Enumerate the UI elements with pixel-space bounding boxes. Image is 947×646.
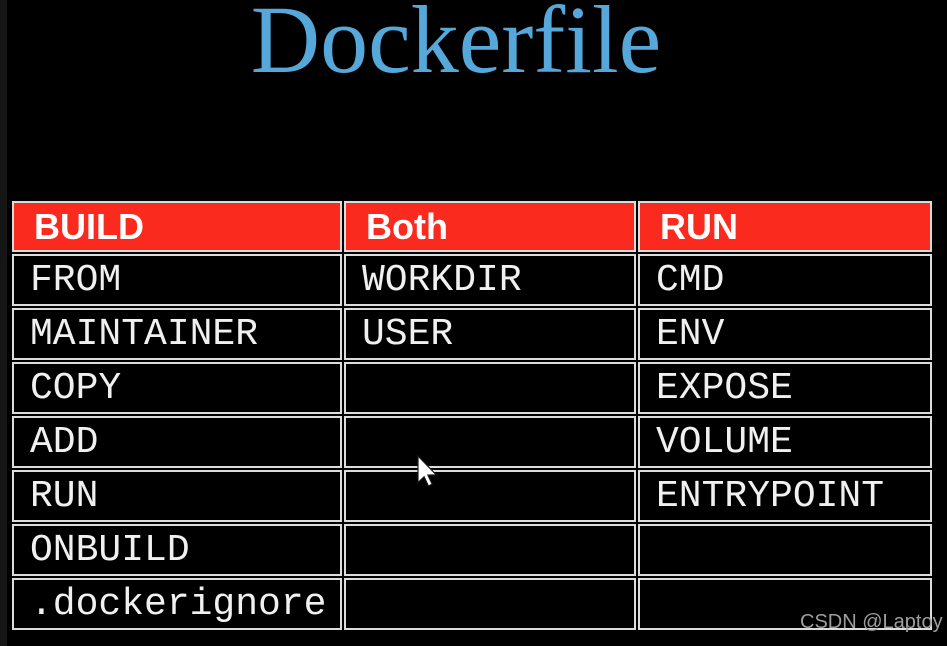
page-title: Dockerfile (250, 0, 662, 93)
csdn-watermark: CSDN @Laptoy (800, 611, 943, 633)
table-cell: FROM (12, 254, 342, 306)
table-cell (344, 578, 636, 630)
table-cell: WORKDIR (344, 254, 636, 306)
table-cell: CMD (638, 254, 932, 306)
table-cell: USER (344, 308, 636, 360)
table-cell (638, 524, 932, 576)
table-cell: ENTRYPOINT (638, 470, 932, 522)
table-cell: COPY (12, 362, 342, 414)
table-cell (344, 470, 636, 522)
table-cell: .dockerignore (12, 578, 342, 630)
table-cell: RUN (12, 470, 342, 522)
table-row: ONBUILD (12, 524, 932, 576)
table-row: COPY EXPOSE (12, 362, 932, 414)
table-row: RUN ENTRYPOINT (12, 470, 932, 522)
header-cell: BUILD (12, 201, 342, 252)
table-cell (344, 416, 636, 468)
table-cell: ONBUILD (12, 524, 342, 576)
header-cell: RUN (638, 201, 932, 252)
table-cell (344, 524, 636, 576)
table-cell: ENV (638, 308, 932, 360)
table-row: ADD VOLUME (12, 416, 932, 468)
table-cell: EXPOSE (638, 362, 932, 414)
table-cell (638, 578, 932, 630)
table-cell: MAINTAINER (12, 308, 342, 360)
table-row: .dockerignore (12, 578, 932, 630)
table-cell (344, 362, 636, 414)
table-cell: VOLUME (638, 416, 932, 468)
left-edge-shade (0, 0, 7, 646)
header-cell: Both (344, 201, 636, 252)
table-cell: ADD (12, 416, 342, 468)
